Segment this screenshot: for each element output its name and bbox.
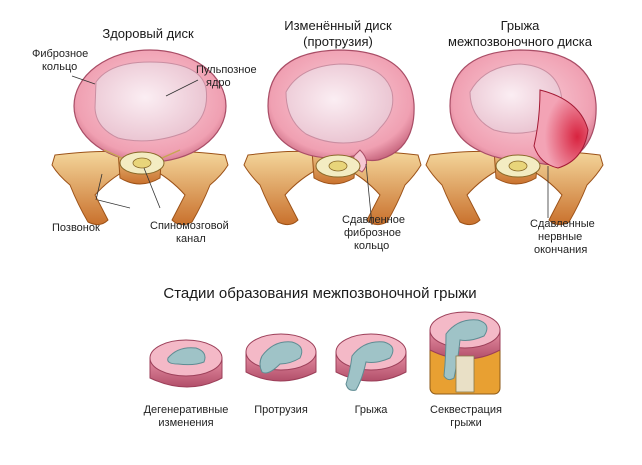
label-vertebra: Позвонок bbox=[52, 222, 100, 234]
protrusion-title-line2: (протрузия) bbox=[303, 34, 373, 49]
label-fibrous-ring-line2: кольцо bbox=[42, 61, 78, 73]
stage-label-hernia: Грыжа bbox=[354, 404, 388, 416]
label-compressed-ring-line2: фиброзное bbox=[344, 227, 401, 239]
protrusion-title-line1: Изменённый диск bbox=[284, 18, 392, 33]
nucleus bbox=[94, 61, 208, 142]
nucleus bbox=[285, 63, 394, 144]
label-fibrous-ring-line1: Фиброзное bbox=[32, 48, 89, 60]
label-compressed-nerves-line2: нервные bbox=[538, 231, 583, 243]
stage-label-sequestration-line2: грыжи bbox=[450, 417, 482, 429]
label-nucleus-line1: Пульпозное bbox=[196, 64, 257, 76]
hernia-title-line2: межпозвоночного диска bbox=[448, 34, 592, 49]
label-compressed-nerves-line1: Сдавленные bbox=[530, 218, 595, 230]
stage-label-protrusion: Протрузия bbox=[254, 404, 308, 416]
label-compressed-ring-line3: кольцо bbox=[354, 240, 390, 252]
stage-sequestration bbox=[429, 311, 501, 395]
stage-protrusion bbox=[245, 333, 317, 382]
label-compressed-ring-line1: Сдавленное bbox=[342, 214, 405, 226]
healthy-disc bbox=[51, 49, 229, 226]
label-nucleus-line2: ядро bbox=[206, 77, 231, 89]
stage-label-degenerative-line1: Дегенеративные bbox=[143, 404, 229, 416]
spinal-canal bbox=[315, 154, 361, 178]
leader-lines bbox=[71, 75, 549, 226]
spinal-canal bbox=[495, 154, 541, 178]
label-spinal-canal-line2: канал bbox=[176, 233, 206, 245]
label-spinal-canal-line1: Спиномозговой bbox=[150, 220, 229, 232]
protrusion-disc bbox=[243, 49, 422, 226]
herniation bbox=[533, 89, 589, 169]
stage-label-degenerative-line2: изменения bbox=[158, 417, 214, 429]
stages-title: Стадии образования межпозвоночной грыжи bbox=[163, 285, 477, 302]
stage-hernia bbox=[335, 333, 407, 391]
hernia-title-line1: Грыжа bbox=[500, 18, 540, 33]
label-compressed-nerves-line3: окончания bbox=[534, 244, 588, 256]
stage-label-sequestration-line1: Секвестрация bbox=[430, 404, 502, 416]
hernia-disc bbox=[425, 49, 604, 226]
stage-degenerative bbox=[149, 339, 223, 388]
healthy-disc-title: Здоровый диск bbox=[102, 26, 194, 41]
spinal-canal bbox=[103, 149, 181, 175]
